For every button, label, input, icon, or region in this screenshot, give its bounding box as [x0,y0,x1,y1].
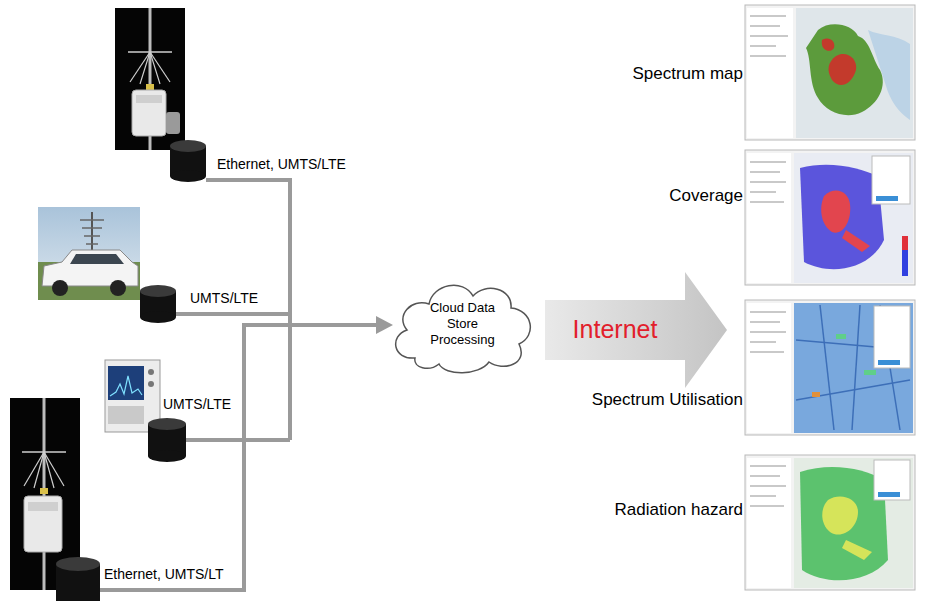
modem-icons [56,140,206,601]
link-label-box: UMTS/LTE [163,396,231,413]
map-label-box: Coverage [669,186,743,206]
map-label: Spectrum Utilisation [592,390,743,409]
link-label-box: Ethernet, UMTS/LT [104,566,224,583]
map-label-box: Spectrum map [632,64,743,84]
map-label: Spectrum map [632,64,743,83]
node-text: Cloud Data Store Processing [423,300,503,349]
map-label: Radiation hazard [614,500,743,519]
arrow-head [376,316,393,334]
link-label: Ethernet, UMTS/LT [104,566,224,582]
link-label: UMTS/LTE [190,290,258,306]
link-lines [100,180,378,590]
map-screenshot [745,150,915,285]
cloud-path [396,285,531,372]
link-label-box: Ethernet, UMTS/LTE [217,156,346,173]
link-label: Ethernet, UMTS/LTE [217,156,346,172]
arrow-polygon [545,272,727,388]
map-label-box: Radiation hazard [614,500,743,520]
map-screenshot [745,455,915,590]
cloud-node: Cloud Data Store Processing [385,268,540,380]
link-label: UMTS/LTE [163,396,231,412]
map-screenshot [745,300,915,435]
map-screenshot [745,5,915,140]
internet-arrow: Internet [545,272,727,388]
vehicle-photo [38,207,140,300]
map-label-box: Spectrum Utilisation [592,390,743,410]
node-text: Internet [573,314,658,345]
antenna-mast-photo [115,8,185,150]
link-label-box: UMTS/LTE [190,290,258,307]
map-label: Coverage [669,186,743,205]
